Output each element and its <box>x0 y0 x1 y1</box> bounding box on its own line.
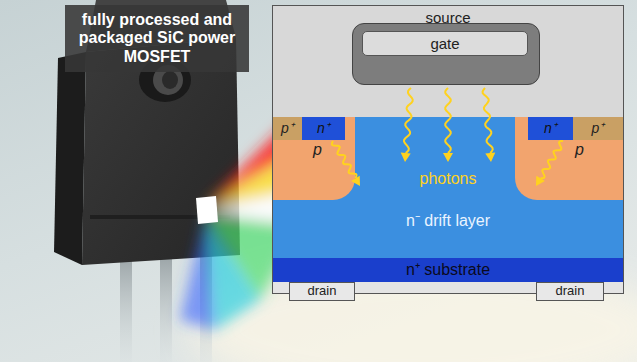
drain-contact: drain <box>289 282 355 301</box>
node-label: n⁺ <box>544 120 557 136</box>
node-label: n⁺ substrate <box>406 261 490 279</box>
node-label: n⁻ drift layer <box>406 212 490 230</box>
photon-wave <box>332 141 357 178</box>
gate-electrode: gate <box>362 31 528 56</box>
n-plus-source: n⁺ <box>528 117 573 140</box>
p-plus-region: p⁺ <box>273 117 302 140</box>
p-plus-region: p⁺ <box>573 117 623 140</box>
p-well: p n⁺ p⁺ <box>515 117 623 200</box>
source-metal: source gate <box>273 6 623 117</box>
substrate: n⁺ substrate <box>273 258 623 282</box>
photon-arrowhead <box>485 153 495 162</box>
photon-wave <box>483 88 493 153</box>
node-label: drain <box>308 284 337 299</box>
photon-arrowhead <box>351 176 360 186</box>
node-label: p <box>313 141 322 159</box>
node-label: fully processed and packaged SiC power M… <box>65 11 249 66</box>
node-label: p <box>575 141 584 159</box>
node-label: p⁺ <box>281 120 294 136</box>
drift-layer: n⁻ drift layer p p⁺ n⁺ p n⁺ p⁺ <box>273 117 623 258</box>
node-label: source <box>425 9 470 26</box>
photon-arrowhead <box>401 153 411 162</box>
drain-contact: drain <box>536 282 604 301</box>
p-well: p p⁺ n⁺ <box>273 117 355 200</box>
title-box: fully processed and packaged SiC power M… <box>65 5 249 72</box>
n-plus-source: n⁺ <box>302 117 345 140</box>
node-label: drain <box>556 284 585 299</box>
photon-wave <box>404 88 413 153</box>
node-label: gate <box>430 35 459 52</box>
photon-arrowhead <box>443 153 453 162</box>
diagram-panel <box>273 6 624 294</box>
node-label: p⁺ <box>592 120 605 136</box>
node-label: n⁺ <box>317 120 330 136</box>
photons-label: photons <box>420 170 477 188</box>
photon-wave <box>541 141 563 178</box>
photon-arrowhead <box>536 176 545 186</box>
photon-wave <box>445 88 450 153</box>
emission-spot <box>196 196 218 224</box>
